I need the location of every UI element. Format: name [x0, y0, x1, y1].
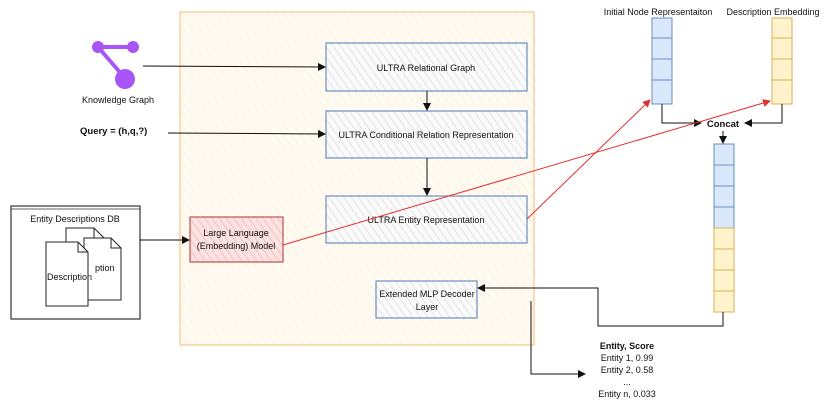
concat-label: Concat	[707, 119, 740, 130]
output-row-1: Entity 1, 0.99	[601, 353, 654, 363]
ultra-conditional-relation-box	[325, 110, 528, 159]
mlp-decoder-box	[375, 280, 478, 319]
vector-to-decoder-arrow	[477, 284, 724, 327]
entity-descriptions-db-title: Entity Descriptions DB	[30, 214, 120, 224]
ultra-conditional-relation-label: ULTRA Conditional Relation Representatio…	[339, 130, 514, 140]
knowledge-graph-icon	[92, 41, 139, 89]
llm-to-description-embedding-arrow	[282, 99, 771, 246]
black-connectors	[140, 62, 783, 378]
kg-to-relational-arrow	[142, 62, 326, 71]
ultra-relational-graph-box	[325, 42, 528, 92]
doc-front-label: Description	[47, 272, 92, 282]
red-connectors	[282, 99, 771, 246]
llm-label-line2: (Embedding) Model	[197, 241, 276, 251]
initial-node-vector	[651, 17, 673, 105]
ultra-entity-representation-label: ULTRA Entity Representation	[368, 215, 485, 225]
concatenated-vector	[713, 143, 735, 313]
entity-to-initial-node-arrow	[526, 99, 651, 220]
initial-node-to-concat-arrow	[661, 104, 702, 127]
output-row-3: ...	[623, 377, 631, 387]
output-row-2: Entity 2, 0.58	[601, 365, 654, 375]
description-to-concat-arrow	[744, 104, 783, 127]
llm-label-line1: Large Language	[203, 228, 269, 238]
decoder-to-output-arrow	[530, 301, 586, 378]
description-embedding-vector	[771, 17, 793, 105]
query-label: Query = (h,q,?)	[80, 126, 147, 137]
ultra-entity-representation-box	[325, 195, 528, 244]
llm-box	[189, 216, 284, 263]
ultra-relational-graph-label: ULTRA Relational Graph	[377, 63, 475, 73]
query-to-conditional-arrow	[167, 129, 326, 138]
output-header: Entity, Score	[600, 341, 654, 351]
mlp-decoder-label-line2: Layer	[416, 302, 439, 312]
description-documents-icon	[45, 227, 122, 307]
initial-node-label: Initial Node Representaiton	[604, 7, 713, 17]
description-embedding-label: Description Embedding	[726, 7, 819, 17]
mlp-decoder-label-line1: Extended MLP Decoder	[379, 289, 474, 299]
knowledge-graph-label: Knowledge Graph	[82, 95, 154, 105]
doc-back-label: ption	[95, 263, 115, 273]
output-row-4: Entity n, 0.033	[598, 389, 656, 399]
